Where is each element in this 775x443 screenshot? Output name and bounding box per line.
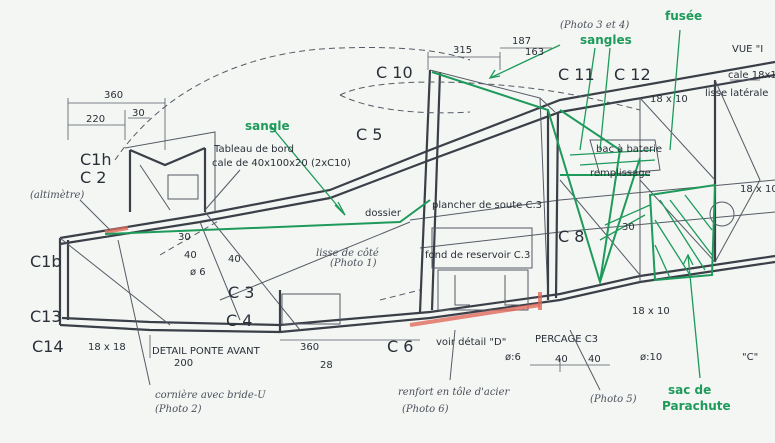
photo34-note: (Photo 3 et 4) [560,20,629,31]
frame-c11-label: C 11 [558,65,595,84]
dim-40-left: 40 [184,250,197,261]
dim-30-left: 30 [178,232,191,243]
dim-30-small: 30 [622,222,635,233]
dim-30: 30 [132,108,145,119]
renfort-label: renfort en tôle d'acier [398,387,511,398]
cale-spec-label: cale de 40x100x20 (2xC10) [212,158,351,169]
frame-c4-label: C 4 [226,311,252,330]
frame-c2-label: C 2 [80,168,106,187]
dossier-label: dossier [365,208,402,219]
dim-phi6-b: ø:6 [505,352,521,363]
photo5-note: (Photo 5) [590,394,637,405]
photo1-note: (Photo 1) [330,258,377,269]
steel-reinforcement-marks [104,226,542,327]
fusee-label: fusée [665,9,702,23]
frame-c10-label: C 10 [376,63,413,82]
photo6-note: (Photo 6) [402,404,449,415]
lisse-laterale-label: lisse latérale [705,87,768,99]
fond-de-reservoir-label: fond de reservoir C.3 [425,250,530,261]
dim-315: 315 [453,45,472,56]
dim-18x10-lower: 18 x 10 [632,306,670,317]
lisse-de-cote-label: lisse de côté [316,248,379,259]
sac-de-label: sac de [668,383,711,397]
dim-phi10: ø:10 [640,352,662,363]
frame-c6-label: C 6 [387,337,413,356]
frame-c1b-label: C1b [30,252,62,271]
green-annotations [104,29,717,379]
dim-360-top: 360 [104,90,123,101]
frame-c12-label: C 12 [614,65,651,84]
frame-c8-label: C 8 [558,227,584,246]
percage-label: PERCAGE C3 [535,334,598,345]
sangles-label: sangles [580,33,632,47]
photo2-note: (Photo 2) [155,404,202,415]
corniere-label: cornière avec bride-U [155,390,266,401]
view-c-mark: "C" [742,352,758,363]
dim-40-a: 40 [555,354,568,365]
dim-40-small: 40 [228,254,241,265]
frame-c13-label: C13 [30,307,62,326]
dim-18x18: 18 x 18 [88,342,126,353]
voir-detail-label: voir détail "D" [436,336,506,348]
tableau-de-bord-label: Tableau de bord [213,144,294,155]
fuselage-structure [58,47,775,334]
dim-phi6-a: ø 6 [190,267,206,278]
dim-18x10-right: 18 x 10 [740,184,775,195]
dim-220: 220 [86,114,105,125]
dim-28: 28 [320,360,333,371]
dim-40-b: 40 [588,354,601,365]
view-label: VUE "I [732,44,763,55]
bac-a-batterie-label: bac à baterie [596,143,662,155]
frame-c3-label: C 3 [228,283,254,302]
sangle-label: sangle [245,119,290,133]
dim-187: 187 [512,36,531,47]
leader-lines [79,169,601,391]
frame-c1h-label: C1h [80,150,112,169]
altimeter-note: (altimètre) [30,190,84,201]
frame-c14-label: C14 [32,337,64,356]
frame-c5-label: C 5 [356,125,382,144]
parachute-label: Parachute [662,399,731,413]
detail-ponte-avant-label: DETAIL PONTE AVANT [152,346,261,357]
dim-200: 200 [174,358,193,369]
drawing-labels: (Photo 3 et 4) fusée sangles sangle VUE … [30,9,775,415]
dimension-lines [67,47,760,372]
dim-360-bottom: 360 [300,342,319,353]
dim-18x10-upper: 18 x 10 [650,94,688,105]
remplissage-label: remplissage [590,168,651,179]
plancher-de-soute-label: plancher de soute C.3 [432,200,542,211]
dim-163: 163 [525,47,544,58]
